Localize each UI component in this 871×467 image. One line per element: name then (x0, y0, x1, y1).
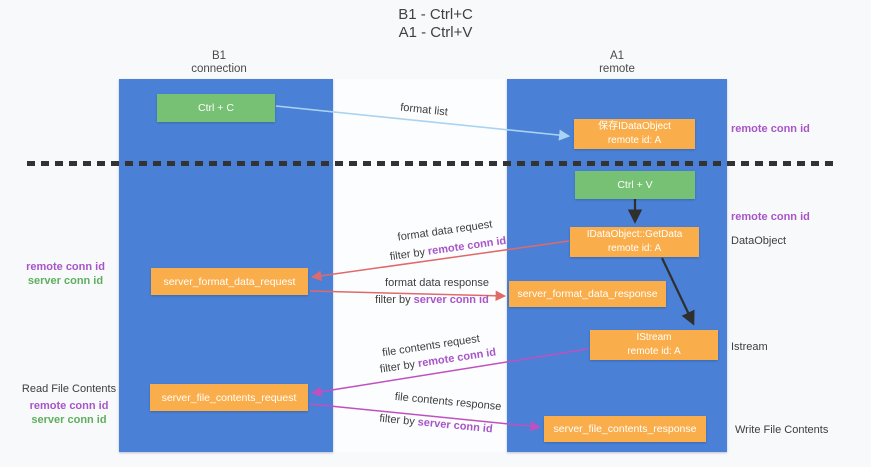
server-file-contents-response-box: server_file_contents_response (544, 416, 706, 442)
filter-id-server: server conn id (413, 294, 489, 306)
file-response-label: server_file_contents_response (553, 423, 697, 435)
save-idataobject-box: 保存IDataObject remote id: A (574, 119, 695, 149)
remote-conn-id-label-left-bottom: remote conn id (29, 400, 109, 412)
format-request-label: server_format_data_request (163, 275, 296, 288)
file-request-label: server_file_contents_request (161, 391, 297, 404)
server-format-data-response-box: server_format_data_response (509, 281, 666, 307)
column-header-b1: B1 connection (112, 50, 326, 76)
ctrl-c-box: Ctrl + C (157, 94, 275, 122)
istream-box: IStream remote id: A (590, 330, 718, 360)
dashed-separator-line (27, 161, 836, 166)
idataobject-getdata-box: IDataObject::GetData remote id: A (570, 227, 699, 257)
left-mid-conn-ids: remote conn id server conn id (18, 260, 113, 288)
server-file-contents-request-box: server_file_contents_request (150, 384, 308, 411)
ctrl-c-label: Ctrl + C (198, 102, 234, 114)
server-conn-id-label-left-bottom: server conn id (31, 414, 107, 426)
format-response-label: server_format_data_response (517, 288, 658, 300)
column-a1-role: remote (599, 63, 635, 75)
column-header-a1: A1 remote (507, 50, 727, 76)
title-line-1: B1 - Ctrl+C (398, 6, 473, 23)
remote-conn-id-label-right-mid: remote conn id (731, 211, 810, 223)
ctrl-v-label: Ctrl + V (617, 179, 653, 191)
page-title: B1 - Ctrl+C A1 - Ctrl+V (0, 6, 871, 42)
read-file-contents-label: Read File Contents (21, 383, 117, 395)
server-format-data-request-box: server_format_data_request (151, 268, 308, 295)
save-idataobject-line2: remote id: A (607, 135, 662, 146)
save-idataobject-line1: 保存IDataObject (598, 121, 671, 132)
dataobject-label: DataObject (731, 235, 787, 247)
getdata-line1: IDataObject::GetData (586, 229, 683, 240)
left-bottom-labels: Read File Contents remote conn id server… (18, 382, 120, 427)
title-line-2: A1 - Ctrl+V (398, 24, 473, 41)
remote-conn-id-label-left-mid: remote conn id (26, 261, 105, 273)
remote-conn-id-label-right-top: remote conn id (731, 123, 810, 135)
istream-line2: remote id: A (627, 346, 681, 357)
write-file-contents-label: Write File Contents (735, 424, 829, 436)
ctrl-v-box: Ctrl + V (575, 171, 695, 199)
getdata-line2: remote id: A (607, 243, 662, 254)
column-b1-name: B1 (211, 50, 227, 62)
column-b1-role: connection (191, 63, 247, 75)
server-conn-id-label-left-mid: server conn id (27, 275, 104, 287)
format-data-response-label: format data response (385, 277, 489, 289)
istream-line1: IStream (636, 332, 672, 343)
istream-side-label: Istream (731, 341, 768, 353)
filter-prefix: filter by (375, 294, 411, 306)
column-a1-name: A1 (609, 50, 625, 62)
